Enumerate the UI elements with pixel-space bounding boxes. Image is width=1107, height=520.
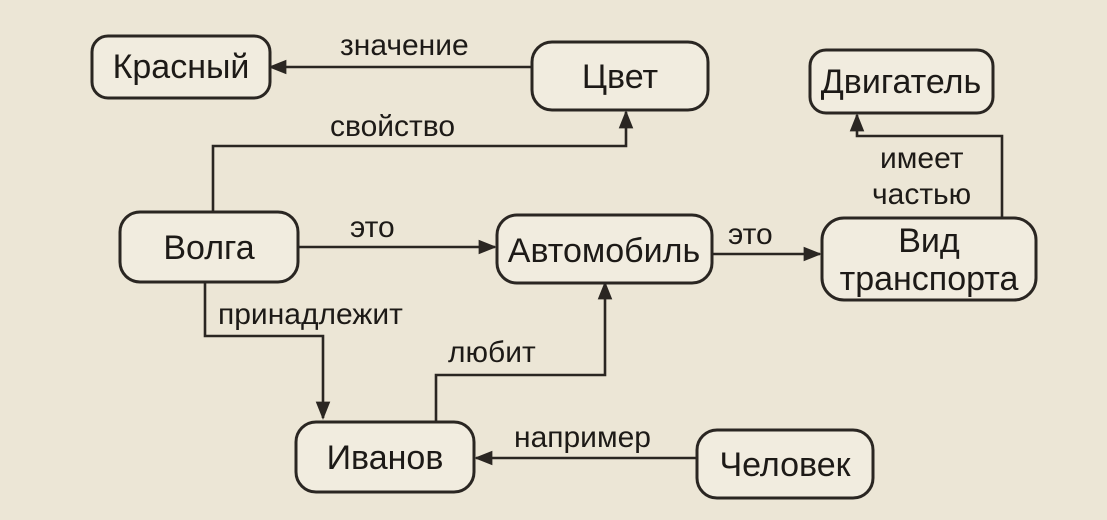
node-label-tsvet: Цвет [582, 58, 658, 96]
edge-svoistvo [211, 110, 634, 212]
node-volga: Волга [118, 210, 300, 284]
edge-label-svoistvo: свойство [330, 110, 455, 143]
edge-label-imeet: имеет [880, 142, 964, 175]
node-krasny: Красный [90, 34, 272, 100]
edge-imeet-chastyu [849, 113, 1004, 218]
edge-label-znachenie: значение [340, 29, 469, 62]
node-chelovek: Человек [695, 428, 875, 500]
node-ivanov: Иванов [294, 420, 476, 494]
node-avtomobil: Автомобиль [495, 213, 714, 285]
node-vid-transporta: Вид транспорта [820, 216, 1038, 302]
edge-label-chastyu: частью [872, 178, 971, 211]
node-label-volga: Волга [163, 229, 254, 267]
node-label-vid: Вид [898, 222, 960, 260]
node-label-transporta: транспорта [840, 260, 1019, 298]
edges: значение свойство это это имеет частью п… [203, 29, 1004, 466]
node-label-chelovek: Человек [719, 446, 851, 484]
edge-label-prinadlezhit: принадлежит [218, 298, 403, 331]
node-label-avtomobil: Автомобиль [508, 232, 700, 270]
node-label-dvigatel: Двигатель [821, 63, 981, 101]
edge-label-lyubit: любит [448, 336, 536, 369]
node-label-ivanov: Иванов [327, 439, 444, 477]
node-label-krasny: Красный [113, 48, 250, 86]
edge-prinadlezhit [203, 283, 331, 420]
edge-label-naprimer: например [514, 421, 651, 454]
edge-label-eto-1: это [350, 211, 395, 244]
node-dvigatel: Двигатель [808, 48, 995, 115]
edge-lyubit [434, 281, 613, 422]
node-tsvet: Цвет [530, 40, 710, 112]
edge-label-eto-2: это [728, 218, 773, 251]
